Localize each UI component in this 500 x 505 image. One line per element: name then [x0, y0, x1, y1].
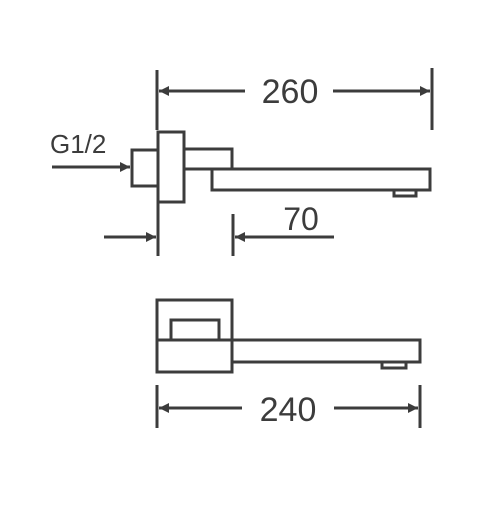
spout-arm [210, 167, 432, 192]
spout-outlet [392, 188, 418, 198]
body-block [182, 147, 234, 171]
dimension-label-260: 260 [262, 73, 319, 111]
plan-spout-arm [157, 338, 422, 364]
wall-plate [156, 130, 186, 204]
dimension-label-70: 70 [283, 201, 319, 237]
bottom-view [155, 298, 422, 428]
plan-spout-outlet [380, 360, 408, 370]
top-view [52, 68, 434, 256]
dimension-label-240: 240 [260, 391, 317, 429]
thread-connector [130, 148, 160, 188]
thread-size-label: G1/2 [50, 129, 106, 159]
plan-body-block [169, 318, 221, 342]
plan-wall-plate [155, 298, 234, 374]
